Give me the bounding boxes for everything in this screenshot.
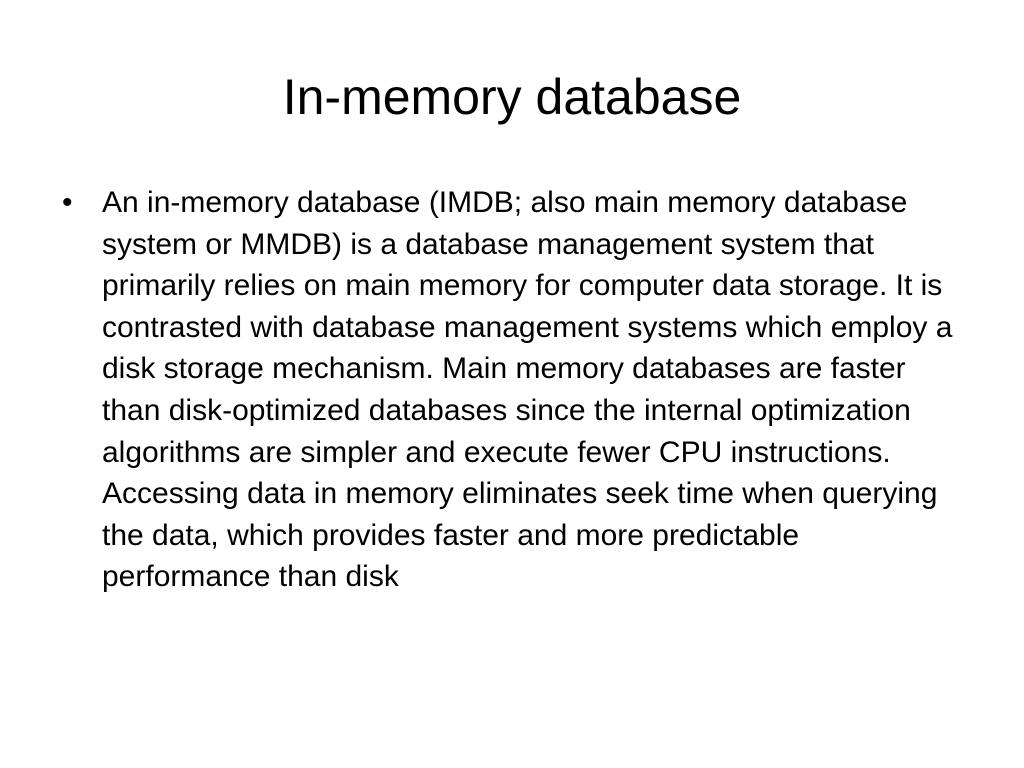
- bullet-list: • An in-memory database (IMDB; also main…: [62, 182, 972, 598]
- bullet-marker-icon: •: [62, 186, 73, 219]
- bullet-item: • An in-memory database (IMDB; also main…: [62, 182, 972, 598]
- slide-title: In-memory database: [282, 69, 742, 125]
- bullet-text: An in-memory database (IMDB; also main m…: [102, 186, 953, 594]
